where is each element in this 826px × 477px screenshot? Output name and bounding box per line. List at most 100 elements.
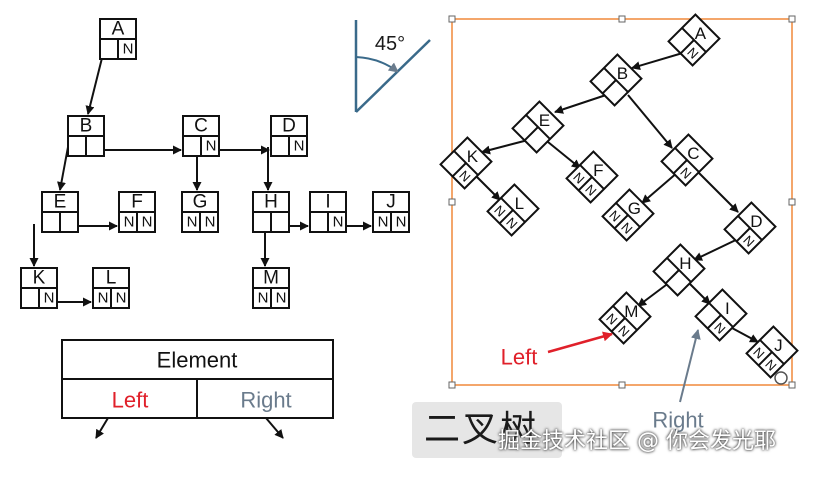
redge-d-h: [693, 237, 741, 261]
null-right-text: N: [123, 41, 134, 58]
angle-indicator: 45°: [354, 20, 431, 113]
redge-e-k: [481, 139, 529, 155]
node-label: E: [54, 192, 67, 213]
selection-frame: [448, 15, 796, 389]
node-label: H: [264, 192, 278, 213]
rotated-right-arrow: [679, 329, 701, 403]
watermark-text: 掘金技术社区 @ 你会发光耶: [498, 429, 776, 454]
rot-node-m: MNN: [598, 291, 652, 345]
redge-b-e: [554, 94, 607, 114]
redge-c-g: [641, 171, 679, 204]
resize-handle: [448, 198, 456, 206]
rotated-left-label: Left: [501, 345, 538, 370]
edge-b-e: [57, 146, 69, 191]
null-left-text: N: [187, 214, 198, 231]
rot-node-mid-divider: [735, 227, 751, 243]
null-right-text: N: [276, 290, 287, 307]
redge-b-c: [627, 94, 673, 149]
null-left-text: N: [98, 290, 109, 307]
rot-node-label: G: [628, 199, 641, 218]
resize-handle: [788, 198, 796, 206]
caption-background: [412, 402, 562, 458]
rot-node-mid-divider: [664, 269, 680, 285]
rot-node-label: M: [624, 302, 638, 321]
resize-handle: [448, 381, 456, 389]
legend-right-text: Right: [240, 388, 291, 413]
rot-node-label: K: [467, 147, 479, 166]
caption-binary-tree: 二叉树: [424, 409, 539, 450]
node-c: CN: [182, 115, 220, 157]
rot-node-e: E: [511, 100, 565, 154]
node-label: J: [386, 192, 396, 213]
redge-h-m: [637, 281, 671, 307]
rot-node-k: KN: [439, 136, 493, 190]
rot-node-divider: [453, 150, 479, 176]
redge-e-f: [547, 141, 581, 169]
null-left-text: N: [124, 214, 135, 231]
redge-k-l: [475, 175, 501, 201]
redge-i-j: [731, 327, 759, 343]
rot-node-divider: [615, 202, 641, 228]
rot-node-j: JNN: [745, 325, 799, 379]
null-left-text: N: [378, 214, 389, 231]
rot-node-label: E: [539, 111, 550, 130]
rot-node-divider: [500, 197, 526, 223]
node-label: C: [194, 116, 208, 137]
node-label: F: [131, 192, 143, 213]
angle-diagonal-line: [355, 39, 431, 113]
rot-node-l: LNN: [486, 183, 540, 237]
rot-node-b: B: [589, 53, 643, 107]
rot-node-i: IN: [694, 288, 748, 342]
rot-node-label: L: [515, 194, 524, 213]
rot-node-mid-divider: [610, 317, 626, 333]
node-e: E: [41, 191, 79, 233]
rot-node-mid-divider: [672, 159, 688, 175]
rot-node-g: GNN: [601, 188, 655, 242]
redge-a-b: [631, 51, 687, 71]
rot-node-label: J: [774, 336, 783, 355]
null-right-text: N: [294, 138, 305, 155]
legend-element-text: Element: [157, 348, 238, 373]
node-label: M: [263, 268, 279, 289]
legend-right-arrow: [265, 417, 284, 439]
node-label: A: [112, 19, 125, 40]
rot-node-a: AN: [667, 13, 721, 67]
node-label: B: [80, 116, 93, 137]
rot-node-mid-divider: [679, 39, 695, 55]
null-right-text: N: [142, 214, 153, 231]
redge-h-i: [689, 283, 711, 305]
legend-left-text: Left: [112, 388, 149, 413]
rot-node-h: H: [652, 243, 706, 297]
rotated-right-label: Right: [652, 408, 703, 433]
resize-handle: [788, 381, 796, 389]
null-right-text: N: [205, 214, 216, 231]
null-right-text: N: [206, 138, 217, 155]
rot-node-label: F: [593, 161, 603, 180]
rot-node-label: D: [750, 212, 762, 231]
rotated-edges: [475, 51, 759, 343]
rot-node-label: C: [687, 144, 699, 163]
node-label: G: [193, 192, 208, 213]
legend-left-arrow: [95, 417, 109, 439]
angle-arc: [355, 56, 399, 73]
node-d: DN: [270, 115, 308, 157]
node-label: K: [33, 268, 46, 289]
redge-c-d: [697, 171, 739, 213]
node-i: IN: [309, 191, 347, 233]
rot-node-c: CN: [660, 133, 714, 187]
rot-node-mid-divider: [601, 79, 617, 95]
node-k: KN: [20, 267, 58, 309]
rot-node-label: H: [679, 254, 691, 273]
node-a: AN: [99, 18, 137, 60]
rot-node-mid-divider: [757, 351, 773, 367]
move-cursor-icon: [774, 371, 788, 385]
edge-a-b: [85, 49, 105, 115]
rot-node-mid-divider: [498, 209, 514, 225]
